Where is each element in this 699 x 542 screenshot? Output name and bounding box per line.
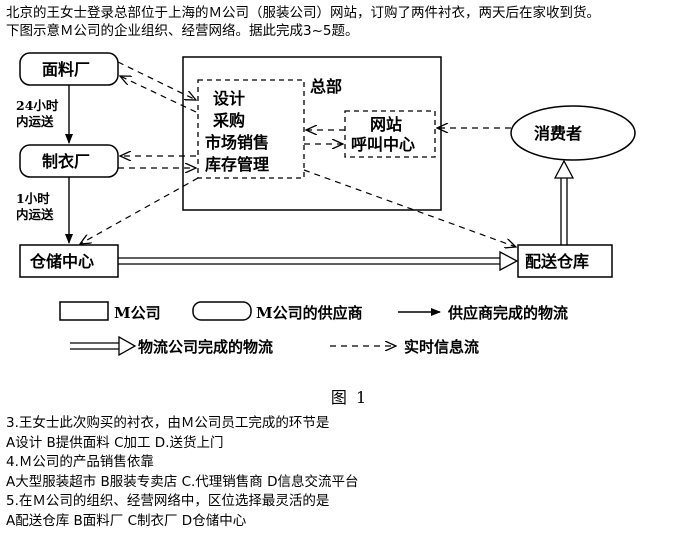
- intro-line-1: 北京的王女士登录总部位于上海的Ｍ公司（服装公司）网站，订购了两件衬衣，两天后在家…: [6, 5, 600, 21]
- figure-caption: 图 1: [330, 388, 369, 407]
- hq-function-marketing: 市场销售: [205, 133, 269, 152]
- storage-center-box: [19, 244, 119, 278]
- legend-m-company: M公司: [114, 304, 161, 322]
- hq-functions-box: [197, 79, 305, 179]
- info-hq-to-delivery: [303, 169, 516, 247]
- legend-supplier-swatch: [192, 301, 252, 321]
- web-label: 网站: [370, 115, 402, 134]
- legend-info-flow: 实时信息流: [404, 338, 479, 356]
- legend-m-company-swatch: [59, 301, 109, 321]
- info-hq-to-fabric: [120, 76, 197, 113]
- logistics-delivery-to-consumer: [553, 159, 575, 245]
- intro-text: 北京的王女士登录总部位于上海的Ｍ公司（服装公司）网站，订购了两件衬衣，两天后在家…: [6, 4, 696, 40]
- edge-label-24h-transport: 内运送: [16, 114, 54, 129]
- question-4-stem: 4.Ｍ公司的产品销售依靠: [6, 454, 154, 470]
- consumer-ellipse: [510, 105, 636, 161]
- question-4-options: A大型服装超市 B服装专卖店 C.代理销售商 D信息交流平台: [6, 473, 359, 490]
- legend-supplier-flow: 供应商完成的物流: [447, 304, 568, 322]
- web-call-box: [344, 110, 436, 158]
- info-hq-to-storage: [80, 177, 199, 244]
- call-center-label: 呼叫中心: [351, 135, 415, 154]
- hq-function-design: 设计: [213, 89, 245, 108]
- hq-title: 总部: [310, 77, 342, 96]
- storage-center-label: 仓储中心: [29, 252, 94, 271]
- questions: 3.王女士此次购买的衬衣，由Ｍ公司员工完成的环节是 A设计 B提供面料 C加工 …: [6, 414, 358, 531]
- question-5-options: A配送仓库 B面料厂 C制衣厂 D仓储中心: [6, 512, 247, 529]
- edge-label-24h: 24小时: [16, 98, 59, 113]
- legend-logistics-arrow: [70, 335, 137, 357]
- edge-label-1h-transport: 内运送: [16, 207, 54, 222]
- edge-label-1h: 1小时: [16, 191, 50, 206]
- fabric-factory-label: 面料厂: [42, 60, 90, 79]
- hq-function-purchase: 采购: [212, 111, 245, 130]
- logistics-storage-to-delivery: [118, 250, 519, 272]
- question-3-stem: 3.王女士此次购买的衬衣，由Ｍ公司员工完成的环节是: [6, 415, 330, 431]
- intro-line-2: 下图示意Ｍ公司的企业组织、经营网络。据此完成3~5题。: [6, 23, 359, 39]
- garment-factory-label: 制衣厂: [42, 152, 90, 171]
- hq-box: [182, 56, 442, 211]
- question-3-options: A设计 B提供面料 C加工 D.送货上门: [6, 434, 224, 451]
- delivery-warehouse-label: 配送仓库: [525, 252, 589, 271]
- info-fabric-to-hq: [117, 61, 196, 100]
- legend-supplier: M公司的供应商: [256, 304, 363, 322]
- question-5-stem: 5.在Ｍ公司的组织、经营网络中，区位选择最灵活的是: [6, 493, 330, 509]
- organization-network-diagram: 总部 设计 采购 市场销售 库存管理 网站 呼叫中心 面料厂 制衣厂 仓储中心 …: [16, 52, 636, 357]
- legend-logistics-flow: 物流公司完成的物流: [138, 338, 273, 356]
- hq-function-inventory: 库存管理: [205, 155, 269, 174]
- consumer-label: 消费者: [534, 124, 582, 143]
